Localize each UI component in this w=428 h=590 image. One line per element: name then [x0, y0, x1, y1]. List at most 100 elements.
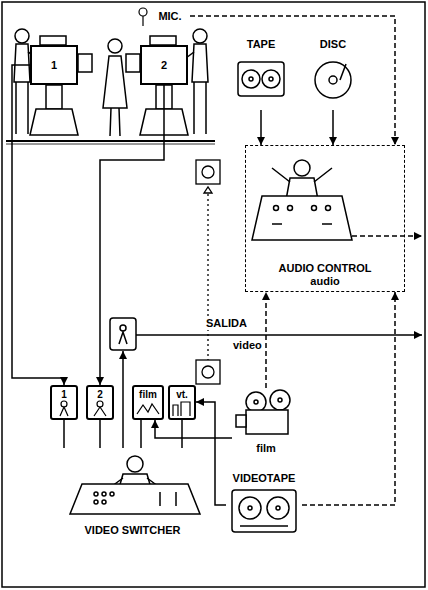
videotape-recorder [239, 497, 261, 519]
program-monitor [119, 332, 127, 344]
node-label: vt. [175, 389, 189, 400]
audio-desk [294, 160, 310, 176]
switcher-desk [102, 492, 106, 496]
audio-desk [272, 223, 282, 225]
signal-line [63, 420, 65, 448]
node-label: AUDIO CONTROL [278, 262, 373, 275]
program-feed [122, 351, 124, 448]
camera-two [193, 29, 207, 43]
camera-two [126, 29, 208, 135]
presenter [103, 39, 127, 136]
node-label: VIDEO SWITCHER [84, 524, 182, 537]
node-label: DISC [319, 38, 347, 51]
disc-player [315, 62, 351, 98]
audio-desk [312, 206, 317, 211]
audio-desk [326, 206, 331, 211]
videotape-source: VIDEOTAPE [226, 470, 302, 540]
videotape-recorder [267, 497, 289, 519]
signal-line [99, 420, 101, 448]
disc-player [340, 64, 346, 80]
videotape-monitor: vt. [168, 385, 196, 420]
film-projector: film [232, 388, 300, 458]
presenter [103, 56, 127, 108]
node-label: 2 [160, 59, 168, 72]
audio-signal-line [265, 292, 267, 388]
camera-two [192, 44, 208, 82]
disc-source: DISC [305, 36, 361, 110]
tape-recorder [238, 62, 284, 96]
switcher-desk [175, 492, 177, 506]
film-projector [246, 410, 288, 434]
frame [2, 2, 425, 587]
slide-projector [196, 160, 220, 184]
camera-one [16, 82, 28, 134]
program-monitor [110, 318, 136, 350]
microphone [139, 8, 147, 16]
audio-signal-line [302, 292, 395, 505]
slide-projector [202, 166, 214, 178]
tape-source: TAPE [232, 36, 290, 110]
camera-body: 1 [30, 45, 78, 85]
monitor-pictures [137, 404, 159, 414]
camera-monitor: 2 [86, 385, 114, 420]
camera-one [14, 29, 92, 135]
node-label: 1 [50, 59, 58, 72]
node-label: film [255, 442, 277, 455]
film-projector [236, 415, 246, 427]
audio-control: AUDIO CONTROLaudio [245, 145, 405, 292]
signal-label: video [232, 339, 263, 352]
slide-projector [196, 360, 220, 384]
switcher-desk [70, 484, 200, 514]
switcher-desk [94, 492, 98, 496]
audio-desk [272, 168, 332, 182]
slide-projector [202, 366, 214, 378]
film-projector [236, 390, 290, 434]
microphone-label: MIC. [150, 6, 190, 27]
camera-one [46, 85, 62, 109]
film-projector [278, 398, 282, 402]
tape-recorder [249, 77, 253, 81]
video-output [136, 334, 422, 336]
signal-line [260, 110, 262, 145]
studio-floor [6, 144, 215, 145]
signal-line [140, 420, 142, 448]
videotape-recorder [240, 525, 288, 527]
tape-recorder [262, 70, 280, 88]
disc-player [315, 62, 351, 98]
disc-player [329, 76, 337, 84]
audio-desk [274, 206, 279, 211]
tape-recorder [242, 70, 260, 88]
slide-projector [204, 187, 212, 193]
slide-projector [196, 160, 220, 384]
signal-line [196, 402, 226, 505]
node-label: TAPE [246, 38, 277, 51]
monitor-pictures [60, 401, 190, 416]
node-label: film [138, 389, 158, 400]
node-label: 2 [96, 389, 104, 400]
audio-desk [252, 196, 352, 240]
monitor-pictures [173, 402, 190, 416]
switcher-desk [127, 456, 143, 472]
presenter [108, 39, 122, 53]
switcher-desk [102, 500, 106, 504]
camera-one [30, 109, 78, 135]
tape-recorder [269, 77, 273, 81]
videotape-recorder [276, 506, 280, 510]
node-sublabel: audio [309, 275, 340, 288]
monitor-pictures [60, 407, 68, 416]
videotape-recorder [232, 490, 296, 532]
program-monitor [110, 318, 136, 350]
switcher-desk [94, 500, 98, 504]
signal-line [332, 110, 334, 145]
tape-recorder [238, 62, 284, 96]
videotape-recorder [248, 506, 252, 510]
film-projector [246, 392, 266, 412]
studio-floor [6, 140, 215, 142]
camera-one [14, 44, 30, 82]
signal-line [100, 85, 164, 385]
node-label: VIDEOTAPE [232, 472, 297, 485]
videotape-recorder [232, 490, 296, 532]
switcher-desk [110, 492, 114, 496]
